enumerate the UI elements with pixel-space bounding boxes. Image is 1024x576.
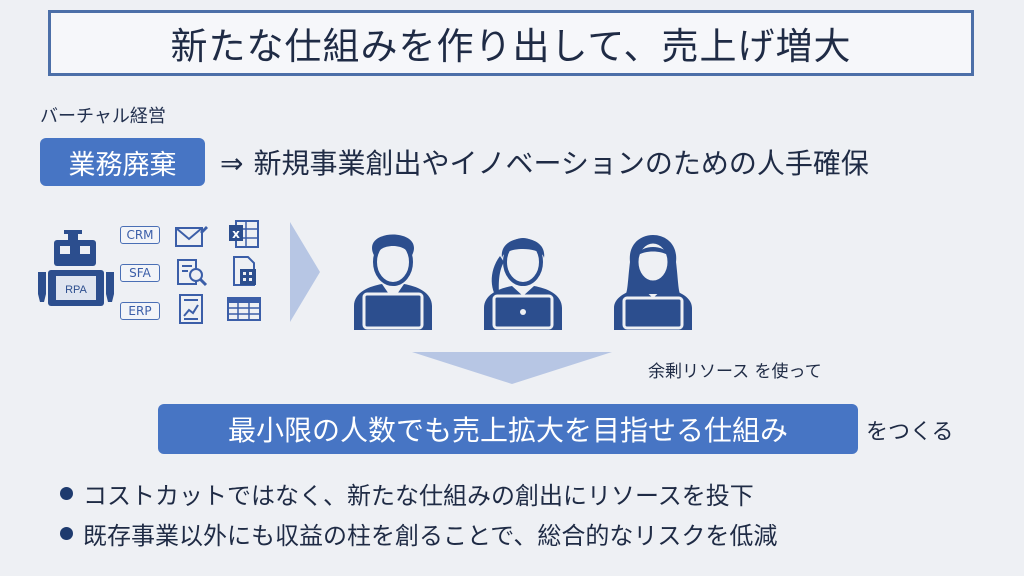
search-doc-icon [177, 259, 208, 287]
excel-icon: x [229, 220, 259, 248]
svg-text:x: x [232, 227, 240, 241]
virtual-management-label: バーチャル経営 [40, 106, 166, 127]
make-text: をつくる [866, 420, 954, 445]
robot-label: RPA [65, 284, 87, 296]
bullet-dot-icon [60, 527, 73, 540]
sfa-label: SFA [120, 264, 160, 282]
calculator-icon [233, 256, 256, 286]
crm-label: CRM [120, 226, 160, 244]
report-icon [179, 294, 203, 324]
page-title: 新たな仕組みを作り出して、売上げ増大 [48, 10, 974, 76]
business-discard-pill: 業務廃棄 [40, 138, 205, 186]
male-worker-icon [354, 234, 432, 330]
erp-label: ERP [120, 302, 160, 320]
spreadsheet-icon [227, 297, 261, 321]
robot-icon: RPA [38, 230, 114, 306]
bullet-item: コストカットではなく、新たな仕組みの創出にリソースを投下 [60, 476, 754, 511]
mail-icon [175, 226, 208, 247]
down-arrow [412, 352, 612, 384]
main-goal-pill: 最小限の人数でも売上拡大を目指せる仕組み [158, 404, 858, 454]
female-worker-icon [484, 238, 562, 330]
bullet-item: 既存事業以外にも収益の柱を創ることで、総合的なリスクを低減 [60, 516, 777, 551]
surplus-resource-text: 余剰リソース を使って [648, 362, 822, 382]
arrow-text: 新規事業創出やイノベーションのための人手確保 [253, 147, 869, 180]
right-chevron-arrow [290, 222, 320, 322]
female-worker-long-hair-icon [614, 235, 692, 330]
arrow-statement: ⇒ 新規事業創出やイノベーションのための人手確保 [220, 142, 869, 182]
arrow-symbol: ⇒ [220, 147, 244, 180]
bullet-text: コストカットではなく、新たな仕組みの創出にリソースを投下 [83, 482, 754, 510]
bullet-dot-icon [60, 487, 73, 500]
bullet-text: 既存事業以外にも収益の柱を創ることで、総合的なリスクを低減 [83, 522, 778, 550]
